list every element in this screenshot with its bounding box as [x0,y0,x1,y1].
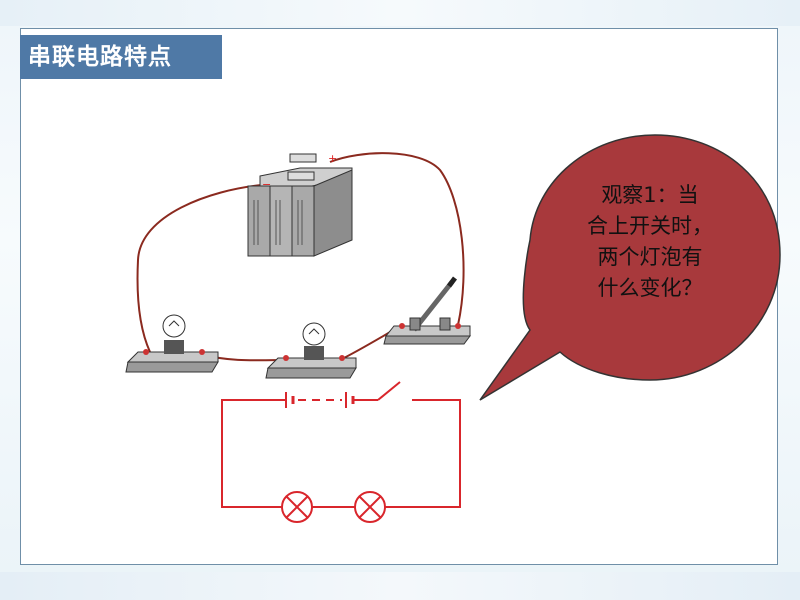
knife-switch [383,276,471,345]
lamp-two [265,322,357,379]
callout-question-text: 观察1：当 合上开关时， 两个灯泡有 什么变化？ [587,183,713,300]
callout-bubble [479,134,781,401]
lamp-one [125,314,219,373]
svg-text:+: + [328,152,337,165]
circuit-schematic [221,381,461,523]
battery-pack: − + [247,152,353,257]
bottom-decoration [0,572,800,600]
top-decoration [0,0,800,26]
slide-title: 串联电路特点 [20,35,222,79]
svg-text:−: − [262,178,271,191]
